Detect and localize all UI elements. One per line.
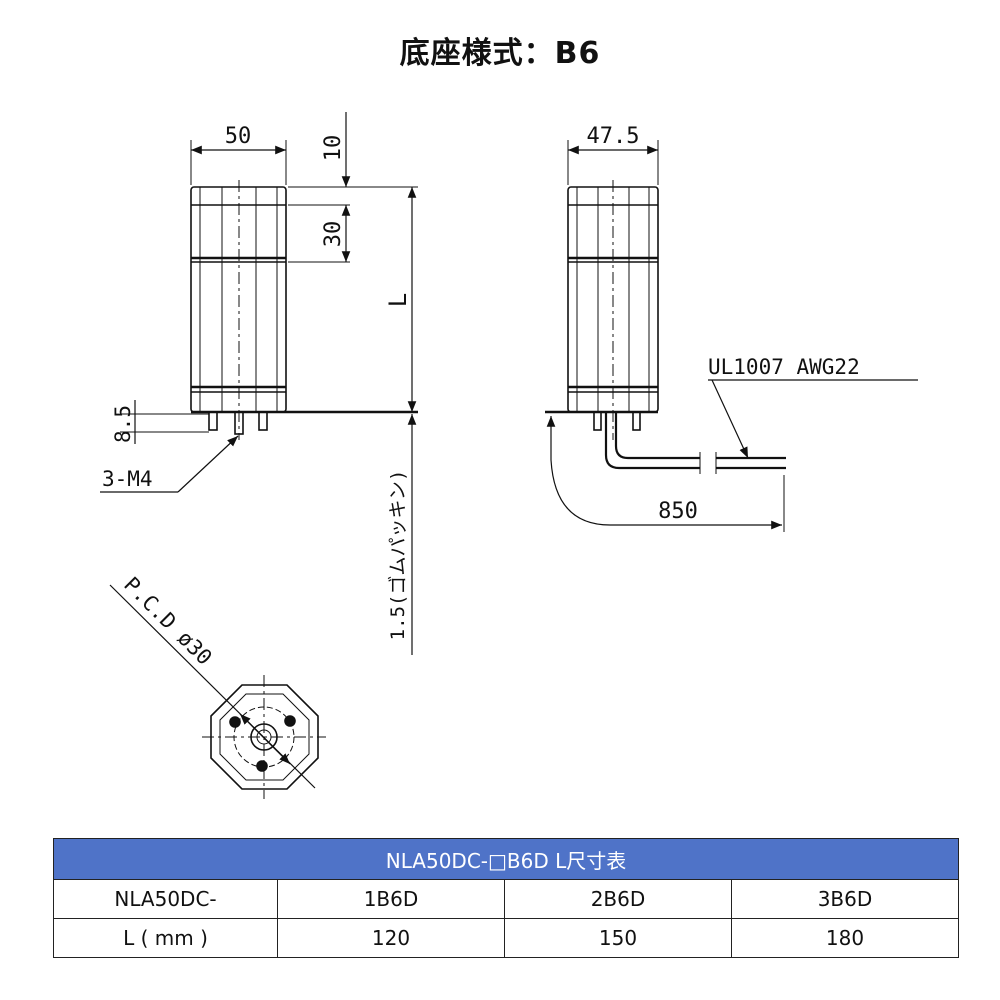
page-title: 底座様式：B6 <box>399 36 601 71</box>
table-cell: 2B6D <box>504 879 732 919</box>
dimension-drawing: 50 10 30 L 8.5 3-M4 1.5(ゴムパッキン) <box>100 112 918 799</box>
table-caption-row: NLA50DC-□B6D L尺寸表 <box>53 838 959 880</box>
bottom-view <box>109 584 326 799</box>
table-cell: 1B6D <box>277 879 505 919</box>
front-view <box>100 112 418 655</box>
dimension-table: NLA50DC-□B6D L尺寸表 NLA50DC- 1B6D 2B6D 3B6… <box>53 838 959 958</box>
table-cell: NLA50DC- <box>53 879 278 919</box>
cable-850-label: 850 <box>658 499 698 524</box>
table-cell: 150 <box>504 918 732 958</box>
table-cell: L ( mm ) <box>53 918 278 958</box>
gasket-1.5-label: 1.5(ゴムパッキン) <box>387 470 409 641</box>
table-caption: NLA50DC-□B6D L尺寸表 <box>53 838 959 880</box>
screw-3-M4-label: 3-M4 <box>102 467 153 491</box>
table-cell: 180 <box>731 918 959 958</box>
cable-spec-label: UL1007 AWG22 <box>708 355 860 379</box>
side-view <box>545 140 918 532</box>
pcd-label: P.C.D ø30 <box>119 572 216 669</box>
bolt-hole <box>229 716 241 728</box>
top-10-label: 10 <box>321 135 346 162</box>
table-cell: 3B6D <box>731 879 959 919</box>
height-L-label: L <box>384 293 412 307</box>
bolt-hole <box>256 760 268 772</box>
front-pins <box>208 411 268 435</box>
bottom-outline <box>210 684 319 790</box>
pin-8.5-label: 8.5 <box>111 405 135 443</box>
table-cell: 120 <box>277 918 505 958</box>
width-47.5-label: 47.5 <box>587 124 640 149</box>
tier-30-label: 30 <box>321 221 346 248</box>
bolt-hole <box>284 715 296 727</box>
table-header-row: NLA50DC- 1B6D 2B6D 3B6D <box>53 879 959 919</box>
width-50-label: 50 <box>225 124 252 149</box>
table-row: L ( mm ) 120 150 180 <box>53 918 959 958</box>
